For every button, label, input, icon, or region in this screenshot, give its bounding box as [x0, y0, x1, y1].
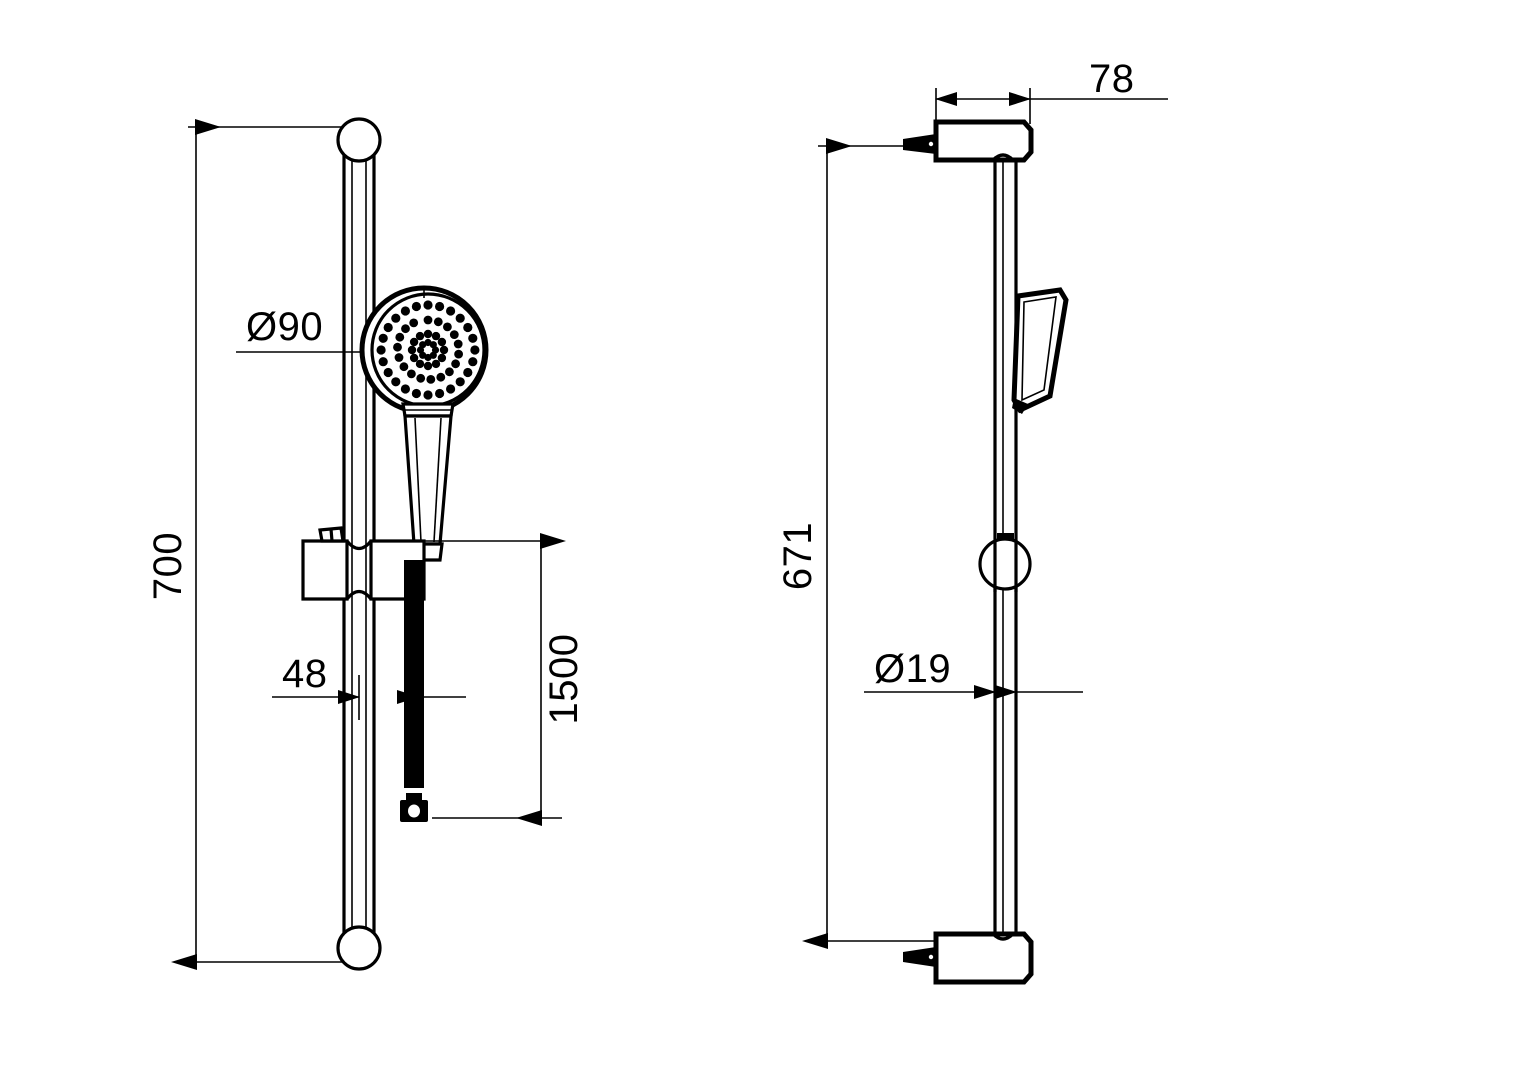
- nozzle-center-cluster: [416, 338, 440, 362]
- bottom-mount-pin-hole: [928, 954, 934, 960]
- shower-hose: [404, 560, 424, 820]
- slider-side-ring: [978, 537, 1032, 591]
- bottom-mount-pin: [903, 947, 936, 967]
- connector-flat-left: [401, 808, 407, 814]
- dimension-rail-height-671: 671: [776, 138, 940, 949]
- dimension-hose-length-1500: 1500: [424, 533, 586, 826]
- top-mount-pin: [903, 134, 936, 154]
- nozzle-ring-middle: [393, 315, 463, 384]
- handle-highlight-left: [414, 417, 422, 543]
- dimension-label-48: 48: [282, 652, 328, 696]
- hand-shower-handle: [401, 402, 455, 562]
- dimension-label-d19: Ø19: [874, 647, 951, 691]
- slider-body-left: [301, 539, 349, 601]
- hose-connector-nut: [400, 800, 428, 822]
- top-mount-block: [933, 119, 1034, 163]
- nozzle-ring-outer: [376, 300, 480, 400]
- slider-cutout-bottom: [345, 589, 373, 601]
- bottom-wall-mount-side: [903, 931, 1034, 985]
- handle-highlight-right: [433, 417, 442, 543]
- dimension-rail-height-700: 700: [146, 119, 372, 970]
- slider-bracket-side: [978, 533, 1032, 592]
- top-wall-mount: [336, 117, 382, 163]
- slider-side-tab: [997, 533, 1014, 540]
- slider-lever-split: [329, 528, 334, 542]
- handle-shaft: [403, 414, 453, 546]
- bottom-mount-block: [933, 931, 1034, 985]
- top-mount-pin-hole: [928, 141, 934, 147]
- dimension-rail-diameter-19: Ø19: [864, 647, 1083, 699]
- hand-shower-head-side: [1011, 287, 1069, 414]
- hose-body: [404, 560, 424, 788]
- dimension-label-700: 700: [146, 532, 190, 600]
- slider-cutout-top: [345, 539, 373, 551]
- shower-head-side-inner: [1021, 296, 1057, 402]
- dimension-label-1500: 1500: [542, 634, 586, 725]
- connector-flat-right: [421, 808, 427, 814]
- dimension-label-78: 78: [1089, 57, 1135, 101]
- hand-shower-head: [359, 285, 489, 415]
- front-view: 700 Ø90: [146, 117, 586, 971]
- dimension-head-diameter-90: Ø90: [236, 305, 391, 359]
- nozzle-ring-inner: [407, 329, 449, 371]
- connector-bore: [408, 804, 420, 818]
- dimension-label-d90: Ø90: [246, 305, 323, 349]
- top-wall-mount-side: [903, 119, 1034, 163]
- bottom-wall-mount: [336, 925, 382, 971]
- bottom-mount-rail-socket: [991, 932, 1015, 941]
- dimension-label-671: 671: [776, 522, 820, 590]
- dimension-bracket-offset-48: 48: [272, 652, 466, 720]
- dimension-wall-distance-78: 78: [935, 57, 1168, 124]
- side-view: 78 671: [776, 57, 1168, 985]
- shower-head-side-nose: [1012, 398, 1028, 414]
